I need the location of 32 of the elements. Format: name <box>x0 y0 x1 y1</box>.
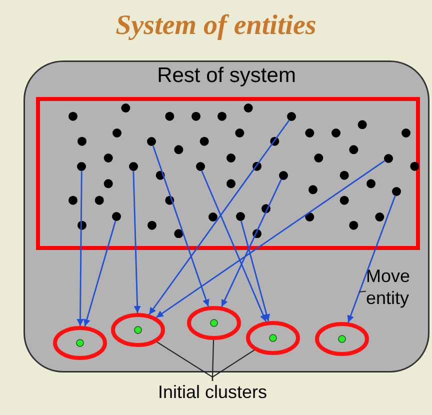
leader-line <box>358 290 366 293</box>
entity-dot <box>128 162 138 172</box>
system-box <box>25 62 428 371</box>
callout-text: Initial clusters <box>145 381 280 405</box>
arrow <box>201 170 267 322</box>
arrow <box>152 146 210 307</box>
arrow <box>221 178 282 307</box>
arrow <box>132 171 141 314</box>
entity-dot <box>147 137 156 146</box>
cluster-ellipse <box>53 326 107 360</box>
cluster-ellipse <box>246 321 300 355</box>
leader-line <box>212 350 254 381</box>
cluster-ellipse <box>315 322 369 356</box>
entity-dot <box>392 187 402 196</box>
entity-dot <box>287 112 296 122</box>
box-title: Rest of system <box>156 64 297 88</box>
arrow <box>240 220 270 322</box>
cluster-ellipse <box>111 313 165 347</box>
arrow <box>76 171 84 326</box>
cluster-ellipse <box>187 306 241 340</box>
entity-dot <box>384 154 393 163</box>
entity-dot <box>112 212 122 222</box>
diagram-title: System of entities <box>114 10 318 42</box>
entity-dot <box>236 212 244 222</box>
entity-dot <box>278 170 288 180</box>
arrow <box>347 196 396 323</box>
arrow <box>83 220 116 326</box>
entity-dot <box>77 162 86 172</box>
arrow <box>148 120 290 315</box>
arrow <box>156 160 385 318</box>
entity-dot <box>196 162 204 172</box>
callout-text: Move entity <box>366 265 428 311</box>
